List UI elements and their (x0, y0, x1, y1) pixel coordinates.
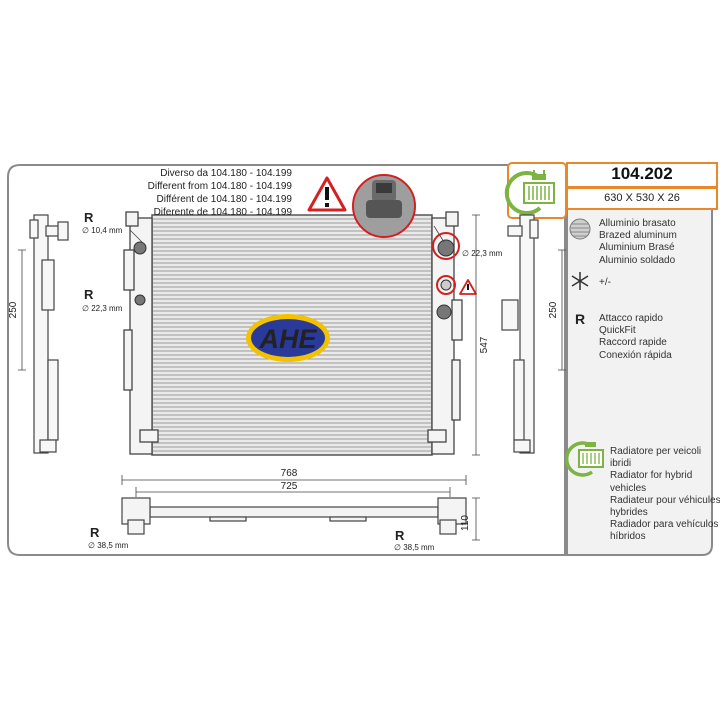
dim-core-height: 547 (479, 336, 490, 353)
fitting-detail-zoom (352, 174, 416, 238)
snowflake-icon (571, 272, 589, 290)
highlight-circle-top (432, 232, 460, 260)
notice-text: Diverso da 104.180 - 104.199 Different f… (148, 168, 293, 218)
hybrid-vehicle-icon (564, 441, 604, 477)
port-label-bottom-left: ∅ 38,5 mm (88, 541, 129, 550)
dim-core-width: 725 (281, 481, 298, 492)
left-tank (123, 211, 159, 455)
r-label-bottom-right: R (395, 528, 405, 543)
material-list: Alluminio brasato Brazed aluminum Alumin… (599, 218, 677, 267)
small-warning-icon (459, 279, 477, 295)
part-number: 104.202 (611, 164, 673, 183)
right-side-view (501, 214, 539, 454)
quick-connect-line: Attacco rapido (599, 313, 663, 324)
notice-line: Diferente de 104.180 - 104.199 (154, 207, 293, 218)
fan-note: +/- (599, 277, 611, 288)
dim-height-left: 250 (8, 301, 19, 318)
material-line: Aluminio soldado (599, 254, 676, 266)
hybrid-line: ibridi (610, 458, 632, 470)
bottom-view (121, 497, 467, 535)
hybrid-line: Radiatore per veicoli (610, 446, 702, 457)
r-label-mid-left: R (84, 287, 94, 302)
notice-line: Diverso da 104.180 - 104.199 (160, 168, 292, 179)
port-label-right: ∅ 22,3 mm (462, 249, 503, 258)
hybrid-line: Radiator for hybrid (610, 470, 693, 482)
dim-height-right: 250 (548, 301, 559, 318)
dim-overall-width: 768 (281, 468, 298, 479)
port-label-top-left: ∅ 10,4 mm (82, 226, 123, 235)
quick-connect-list: Attacco rapido QuickFit Raccord rapide C… (599, 313, 672, 362)
overall-dimensions: 630 X 530 X 26 (604, 192, 680, 204)
ahe-logo (246, 314, 330, 362)
dimension-lines (18, 214, 566, 541)
notice-line: Différent de 104.180 - 104.199 (157, 194, 293, 205)
dim-depth: 110 (460, 515, 471, 531)
material-line: Aluminium Brasé (599, 242, 675, 254)
quick-connect-line: QuickFit (599, 325, 636, 337)
material-line: Alluminio brasato (599, 218, 676, 229)
quick-connect-symbol: R (575, 311, 586, 327)
r-label-top-left: R (84, 210, 94, 225)
left-port-fitting (133, 241, 147, 306)
r-label-bottom-left: R (90, 525, 100, 540)
port-label-bottom-right: ∅ 38,5 mm (394, 543, 435, 552)
right-port-fittings (436, 239, 455, 320)
quick-connect-line: Raccord rapide (599, 337, 667, 349)
hybrid-plug-icon (504, 170, 555, 215)
brazed-aluminum-icon (569, 218, 591, 240)
left-side-view (29, 214, 69, 454)
material-line: Brazed aluminum (599, 230, 677, 242)
warning-icon (307, 176, 347, 212)
highlight-circle-mid (436, 275, 456, 295)
hybrid-line: híbridos (610, 531, 646, 543)
hybrid-list: Radiatore per veicoli ibridi Radiator fo… (610, 446, 720, 544)
hybrid-line: Radiateur pour véhicules (610, 494, 720, 506)
hybrid-line: Radiador para vehículos (610, 519, 719, 531)
hybrid-line: vehicles (610, 482, 647, 494)
notice-line: Different from 104.180 - 104.199 (148, 181, 293, 192)
quick-connect-line: Conexión rápida (599, 349, 672, 361)
logo-text: AHE (258, 324, 317, 354)
hybrid-line: hybrides (610, 507, 648, 519)
port-label-mid-left: ∅ 22,3 mm (82, 304, 123, 313)
